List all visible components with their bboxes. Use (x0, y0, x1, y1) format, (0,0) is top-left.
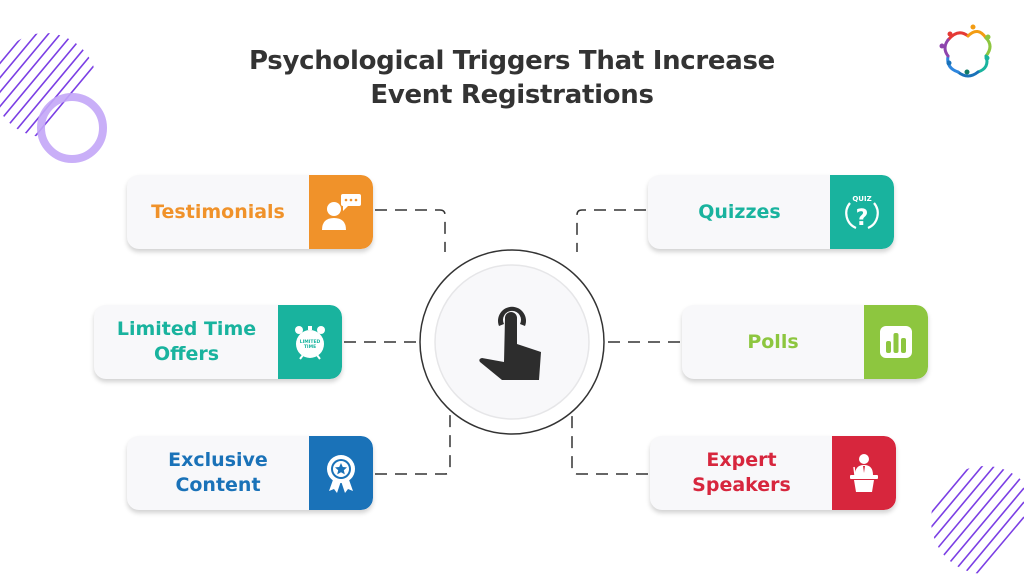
card-quizzes: Quizzes QUIZ ? (648, 175, 894, 249)
card-exclusive-content: Exclusive Content (127, 436, 373, 510)
card-label-line-1: Exclusive (168, 449, 268, 471)
card-expert-speakers: Expert Speakers (650, 436, 896, 510)
card-label-line-1: Expert (706, 449, 777, 471)
speaker-podium-icon (832, 436, 896, 510)
card-label: Expert Speakers (650, 436, 833, 510)
icon-text-quiz: QUIZ (852, 195, 871, 203)
card-label-line-2: Content (175, 474, 261, 496)
hand-pointer-icon (479, 306, 541, 380)
card-label: Quizzes (698, 200, 781, 223)
award-badge-icon (309, 436, 373, 510)
alarm-clock-icon: LIMITED TIME (278, 305, 342, 379)
svg-text:?: ? (856, 206, 869, 231)
card-label: Testimonials (151, 200, 285, 223)
card-label: Exclusive Content (127, 436, 309, 510)
page-title: Psychological Triggers That Increase Eve… (0, 44, 1024, 112)
card-limited-time-offers: Limited Time Offers LIMITED TIME (94, 305, 342, 379)
icon-text-time: TIME (304, 344, 316, 350)
card-polls: Polls (682, 305, 928, 379)
card-label: Polls (747, 330, 799, 353)
bar-chart-icon (864, 305, 928, 379)
title-line-1: Psychological Triggers That Increase (248, 46, 776, 76)
connector-lines (344, 209, 680, 475)
card-label: Limited Time Offers (94, 305, 279, 379)
icon-text-limited: LIMITED (300, 339, 321, 345)
quiz-question-icon: QUIZ ? (830, 175, 894, 249)
ring-decoration (37, 93, 107, 163)
title-line-2: Event Registrations (370, 80, 654, 110)
card-testimonials: Testimonials (127, 175, 373, 249)
logo-people-circle (939, 24, 992, 78)
card-label-line-2: Speakers (692, 474, 791, 496)
testimonial-speech-icon (309, 175, 373, 249)
card-label-line-2: Offers (153, 343, 220, 365)
card-label-line-1: Limited Time (116, 318, 257, 340)
